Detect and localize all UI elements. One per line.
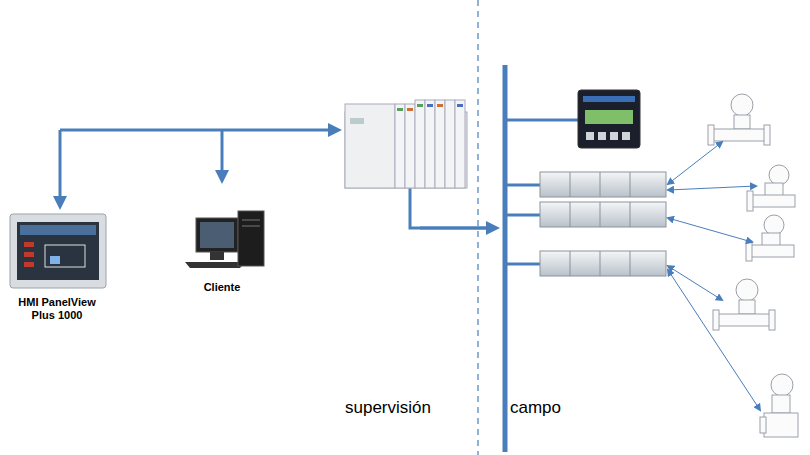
hmi-panel-picture <box>10 214 106 288</box>
device-caption: HMI PanelView Plus 1000 <box>11 296 103 322</box>
field-instrument-pictures <box>708 94 798 437</box>
zone-label: campo <box>510 398 561 418</box>
plc-rack-picture <box>345 100 467 188</box>
client-pc-picture <box>185 211 264 268</box>
operator-display-picture <box>578 90 640 148</box>
io-module-pictures <box>540 172 666 276</box>
field-wiring <box>668 142 760 410</box>
device-node: HMI PanelView Plus 1000 <box>11 296 103 322</box>
zone-label: supervisión <box>345 398 431 418</box>
device-caption: Cliente <box>182 281 262 294</box>
device-node: Cliente <box>182 281 262 294</box>
